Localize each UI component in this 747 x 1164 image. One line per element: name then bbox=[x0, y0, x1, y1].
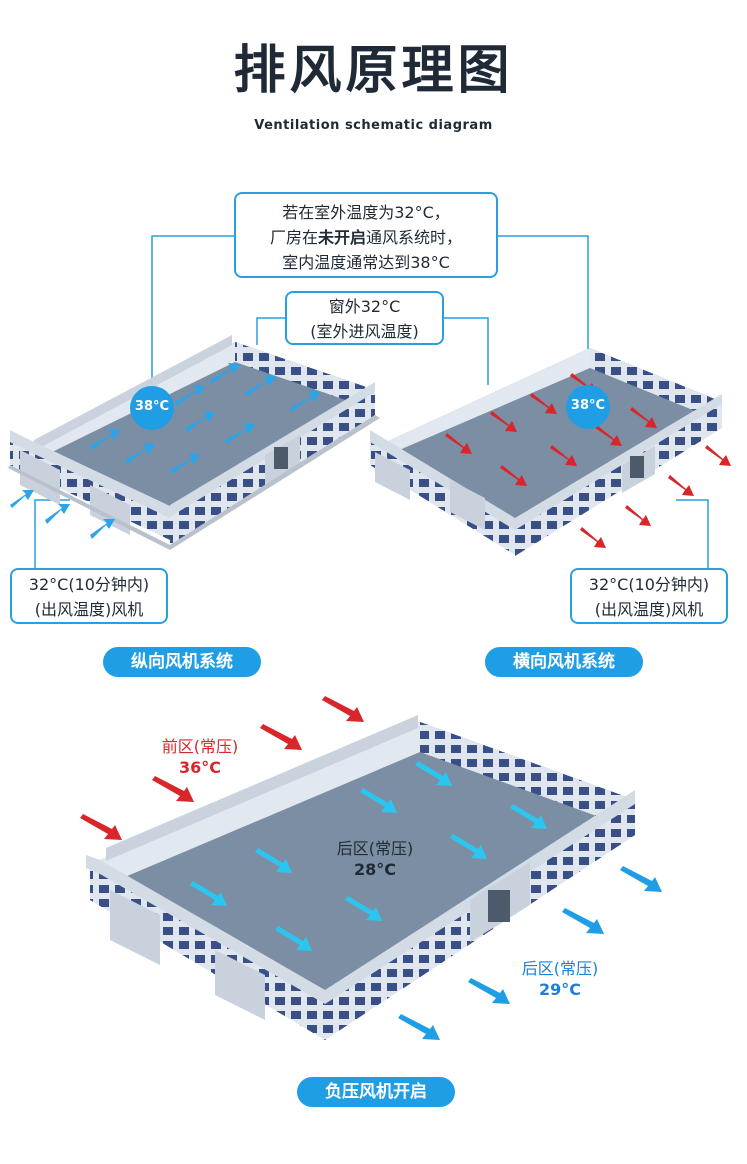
front-zone-label: 前区(常压) 36°C bbox=[140, 736, 260, 778]
left-temp-badge: 38°C bbox=[134, 399, 170, 414]
rear-zone-name: 后区(常压) bbox=[521, 959, 599, 978]
callout-line-1: 若在室外温度为32°C， bbox=[282, 203, 450, 222]
rear-zone-temp: 29°C bbox=[538, 980, 581, 999]
center-zone-label: 后区(常压) 28°C bbox=[315, 838, 435, 880]
left-building bbox=[8, 335, 380, 550]
bottom-cool-arrows bbox=[190, 761, 547, 951]
left-airflow-arrows bbox=[10, 363, 320, 539]
bottom-building bbox=[86, 715, 635, 1040]
bottom-intake-arrows bbox=[80, 696, 364, 840]
left-temp-badge-circle bbox=[130, 386, 174, 430]
window-temp-line-2: (室外进风温度) bbox=[310, 322, 419, 341]
center-zone-name: 后区(常压) bbox=[336, 839, 414, 858]
right-outlet-line-1: 32°C(10分钟内) bbox=[588, 575, 710, 594]
right-outlet-callout: 32°C(10分钟内) (出风温度)风机 bbox=[570, 568, 728, 624]
rear-zone-label: 后区(常压) 29°C bbox=[500, 958, 620, 1000]
left-outlet-callout: 32°C(10分钟内) (出风温度)风机 bbox=[10, 568, 168, 624]
right-temp-badge: 38°C bbox=[570, 398, 606, 413]
bottom-exhaust-arrows bbox=[398, 866, 662, 1040]
no-ventilation-callout: 若在室外温度为32°C， 厂房在未开启通风系统时， 室内温度通常达到38°C bbox=[234, 192, 498, 278]
left-outlet-line-2: (出风温度)风机 bbox=[34, 600, 144, 619]
callout-line-3: 室内温度通常达到38°C bbox=[282, 253, 450, 272]
front-zone-name: 前区(常压) bbox=[161, 737, 239, 756]
page-title: 排风原理图 bbox=[233, 41, 514, 101]
callout-line-2-bold: 未开启 bbox=[317, 228, 366, 247]
transverse-fan-label: 横向风机系统 bbox=[485, 647, 643, 677]
page-subtitle: Ventilation schematic diagram bbox=[254, 118, 493, 133]
right-airflow-arrows bbox=[445, 373, 731, 548]
callout-line-2: 厂房在未开启通风系统时， bbox=[236, 225, 496, 250]
negative-pressure-fan-label: 负压风机开启 bbox=[297, 1077, 455, 1107]
center-zone-temp: 28°C bbox=[353, 860, 396, 879]
longitudinal-fan-label: 纵向风机系统 bbox=[103, 647, 261, 677]
callout-line-2-pre: 厂房在 bbox=[269, 228, 318, 247]
window-temp-line-1: 窗外32°C bbox=[328, 297, 401, 316]
left-outlet-line-1: 32°C(10分钟内) bbox=[28, 575, 150, 594]
front-zone-temp: 36°C bbox=[178, 758, 221, 777]
right-building bbox=[370, 348, 722, 556]
right-temp-badge-circle bbox=[566, 385, 610, 429]
callout-line-2-post: 通风系统时， bbox=[366, 228, 463, 247]
right-outlet-line-2: (出风温度)风机 bbox=[594, 600, 704, 619]
window-temp-callout: 窗外32°C (室外进风温度) bbox=[285, 291, 444, 345]
